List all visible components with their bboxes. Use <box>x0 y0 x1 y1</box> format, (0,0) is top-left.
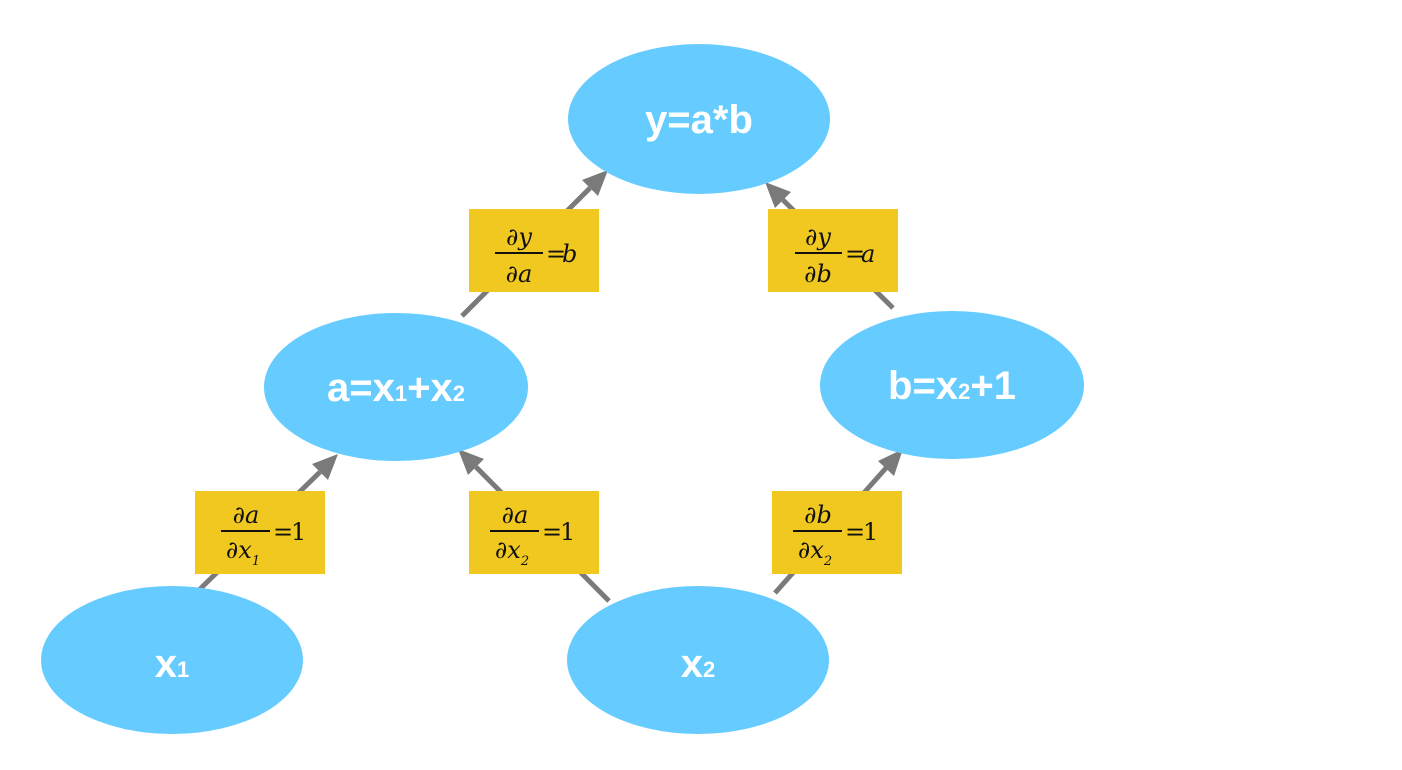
node-x2: x2 <box>567 586 829 734</box>
derivative-numerator-da-dx2: ∂a <box>502 501 529 529</box>
derivative-label-dy-db: ∂y ∂b = a <box>768 209 898 292</box>
derivative-box-da-dx2 <box>469 491 599 574</box>
derivative-denominator-da-dx1: ∂x1 <box>226 536 260 569</box>
derivative-equals-dy-db: = <box>845 240 865 268</box>
derivative-equals-da-dx1: = <box>273 518 293 546</box>
node-y-label: y=a*b <box>645 98 753 142</box>
derivative-rhs-db-dx2: 1 <box>863 518 878 546</box>
arrow-head-x2-to-a <box>458 449 484 475</box>
node-b-label: b=x2+1 <box>888 364 1016 408</box>
derivative-denominator-dy-da: ∂a <box>506 260 533 288</box>
derivative-denominator-dy-db: ∂b <box>804 260 832 288</box>
node-y: y=a*b <box>568 44 830 194</box>
derivative-denominator-db-dx2: ∂x2 <box>798 536 832 569</box>
node-b-ellipse <box>820 311 1084 459</box>
derivative-equals-db-dx2: = <box>845 518 865 546</box>
derivative-numerator-db-dx2: ∂b <box>804 501 832 529</box>
arrow-head-x1-to-a <box>312 454 338 480</box>
derivative-equals-da-dx2: = <box>542 518 562 546</box>
node-x1: x1 <box>41 586 303 734</box>
arrow-head-x2-to-b <box>878 449 903 476</box>
node-x2-ellipse <box>567 586 829 734</box>
derivative-equals-dy-da: = <box>546 240 566 268</box>
derivative-box-dy-db <box>768 209 898 292</box>
derivative-label-da-dx2: ∂a ∂x2 = 1 <box>469 491 599 574</box>
derivative-box-da-dx1 <box>195 491 325 574</box>
node-a-label: a=x1+x2 <box>327 366 465 410</box>
derivative-denominator-da-dx2: ∂x2 <box>495 536 529 569</box>
derivative-numerator-dy-da: ∂y <box>506 223 532 251</box>
node-x2-label: x2 <box>681 642 716 686</box>
derivative-box-dy-da <box>469 209 599 292</box>
node-b: b=x2+1 <box>820 311 1084 459</box>
node-x1-label: x1 <box>155 642 190 686</box>
node-a-ellipse <box>264 313 528 461</box>
derivative-rhs-da-dx2: 1 <box>560 518 575 546</box>
derivative-rhs-da-dx1: 1 <box>291 518 306 546</box>
node-a: a=x1+x2 <box>264 313 528 461</box>
derivative-rhs-dy-db: a <box>861 240 875 268</box>
arrow-head-b-to-y <box>765 182 791 208</box>
node-x1-ellipse <box>41 586 303 734</box>
derivative-numerator-dy-db: ∂y <box>805 223 831 251</box>
derivative-label-db-dx2: ∂b ∂x2 = 1 <box>772 491 902 574</box>
node-y-ellipse <box>568 44 830 194</box>
derivative-label-da-dx1: ∂a ∂x1 = 1 <box>195 491 325 574</box>
derivative-rhs-dy-da: b <box>562 240 577 268</box>
derivative-box-db-dx2 <box>772 491 902 574</box>
arrow-head-a-to-y <box>582 170 608 196</box>
derivative-label-dy-da: ∂y ∂a = b <box>469 209 599 292</box>
derivative-numerator-da-dx1: ∂a <box>233 501 260 529</box>
